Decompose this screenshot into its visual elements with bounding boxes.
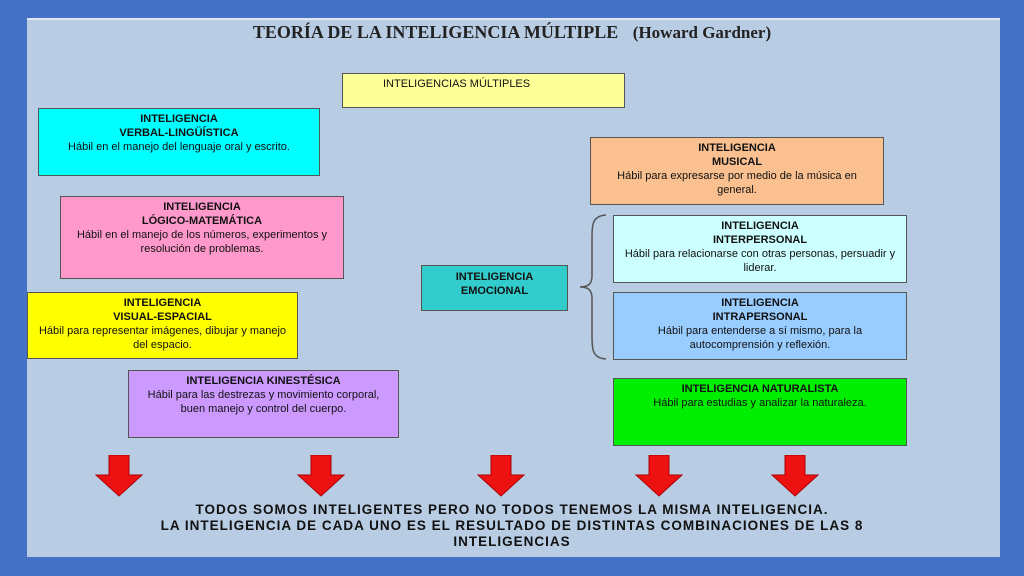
footer-line: LA INTELIGENCIA DE CADA UNO ES EL RESULT… xyxy=(160,518,864,533)
footer-conclusion: TODOS SOMOS INTELIGENTES PERO NO TODOS T… xyxy=(40,502,984,550)
box-description: Hábil para relacionarse con otras person… xyxy=(624,248,896,274)
box-description: Hábil para entenderse a sí mismo, para l… xyxy=(657,325,863,351)
box-heading: INTELIGENCIA xyxy=(123,297,202,309)
down-arrow-icon xyxy=(94,455,144,497)
box-heading: INTELIGENCIA xyxy=(721,220,799,232)
box-kinestesica: INTELIGENCIA KINESTÉSICA Hábil para las … xyxy=(128,370,399,438)
box-heading: EMOCIONAL xyxy=(460,285,529,297)
box-heading: INTELIGENCIA xyxy=(698,142,776,154)
box-heading: INTELIGENCIA xyxy=(140,113,218,125)
title-author: (Howard Gardner) xyxy=(632,23,772,42)
footer-line: INTELIGENCIAS xyxy=(453,534,571,549)
header-box: INTELIGENCIAS MÚLTIPLES xyxy=(342,73,625,108)
down-arrow-icon xyxy=(296,455,346,497)
box-emocional: INTELIGENCIA EMOCIONAL xyxy=(421,265,568,311)
down-arrow-icon xyxy=(770,455,820,497)
box-logico-matematica: INTELIGENCIA LÓGICO-MATEMÁTICA Hábil en … xyxy=(60,196,344,279)
box-naturalista: INTELIGENCIA NATURALISTA Hábil para estu… xyxy=(613,378,907,446)
box-description: Hábil para estudias y analizar la natura… xyxy=(653,397,867,409)
box-description: Hábil para expresarse por medio de la mú… xyxy=(617,170,857,196)
box-heading: VERBAL-LINGÜÍSTICA xyxy=(119,127,239,139)
box-heading: INTELIGENCIA xyxy=(163,201,241,213)
box-heading: INTERPERSONAL xyxy=(712,234,808,246)
slide-title: TEORÍA DE LA INTELIGENCIA MÚLTIPLE (Howa… xyxy=(0,22,1024,43)
box-heading: INTELIGENCIA NATURALISTA xyxy=(681,383,839,395)
box-description: Hábil en el manejo de los números, exper… xyxy=(76,229,328,255)
footer-line: TODOS SOMOS INTELIGENTES PERO NO TODOS T… xyxy=(195,502,829,517)
box-visual-espacial: INTELIGENCIA VISUAL-ESPACIAL Hábil para … xyxy=(27,292,298,359)
box-heading: VISUAL-ESPACIAL xyxy=(113,311,212,323)
box-heading: INTELIGENCIA KINESTÉSICA xyxy=(186,375,341,387)
box-description: Hábil en el manejo del lenguaje oral y e… xyxy=(68,141,290,153)
down-arrow-icon xyxy=(476,455,526,497)
down-arrow-icon xyxy=(634,455,684,497)
box-description: Hábil para las destrezas y movimiento co… xyxy=(147,389,380,415)
box-heading: INTRAPERSONAL xyxy=(712,311,808,323)
box-description: Hábil para representar imágenes, dibujar… xyxy=(38,325,287,351)
header-box-label: INTELIGENCIAS MÚLTIPLES xyxy=(383,78,531,90)
box-musical: INTELIGENCIA MUSICAL Hábil para expresar… xyxy=(590,137,884,205)
box-heading: LÓGICO-MATEMÁTICA xyxy=(141,215,263,227)
box-heading: INTELIGENCIA xyxy=(455,271,534,283)
title-main: TEORÍA DE LA INTELIGENCIA MÚLTIPLE xyxy=(252,22,619,42)
box-heading: MUSICAL xyxy=(711,156,763,168)
box-interpersonal: INTELIGENCIA INTERPERSONAL Hábil para re… xyxy=(613,215,907,283)
box-verbal-linguistica: INTELIGENCIA VERBAL-LINGÜÍSTICA Hábil en… xyxy=(38,108,320,176)
brace-connector xyxy=(579,214,607,360)
box-intrapersonal: INTELIGENCIA INTRAPERSONAL Hábil para en… xyxy=(613,292,907,360)
box-heading: INTELIGENCIA xyxy=(721,297,799,309)
